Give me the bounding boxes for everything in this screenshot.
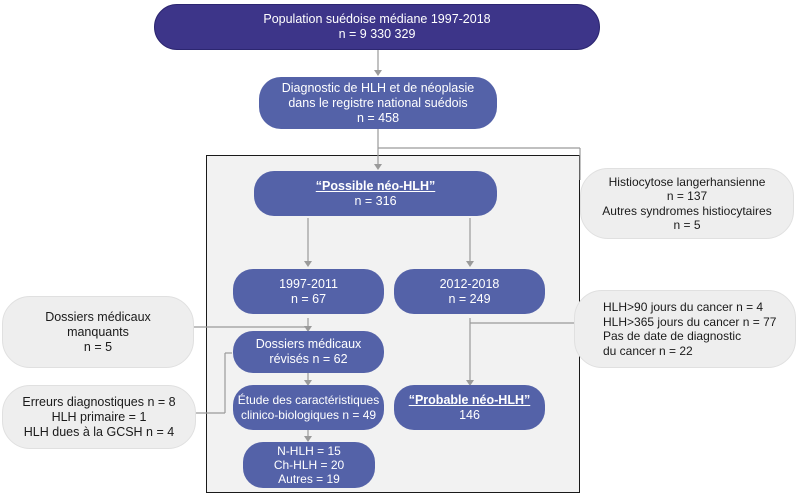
period-1997-2011-box: 1997-2011 n = 67 — [233, 269, 384, 314]
probable-neo-hlh-box: “Probable néo-HLH” 146 — [394, 385, 545, 430]
erreurs-diagnostiques: Erreurs diagnostiques n = 8 — [22, 394, 176, 409]
population-label: Population suédoise médiane 1997-2018 — [263, 12, 491, 26]
exclusion-90-jours: HLH>90 jours du cancer n = 4 — [603, 300, 764, 314]
diagnostic-count: n = 458 — [356, 110, 400, 125]
dossiers-manquants-label-2: manquants — [67, 324, 129, 339]
histiocytose-label: Histiocytose langerhansienne — [608, 174, 766, 189]
period-1997-2011-count: n = 67 — [290, 291, 327, 306]
diagnostic-label-1: Diagnostic de HLH et de néoplasie — [281, 80, 475, 95]
exclusion-sans-date-1: Pas de date de diagnostic — [603, 329, 742, 343]
exclusions-2012-box: HLH>90 jours du cancer n = 4 HLH>365 jou… — [574, 290, 796, 368]
result-n-hlh: N-HLH = 15 — [277, 444, 341, 458]
dossiers-manquants-label-1: Dossiers médicaux — [45, 309, 151, 324]
probable-neo-hlh-title: “Probable néo-HLH” — [408, 392, 531, 407]
exclusion-365-jours: HLH>365 jours du cancer n = 77 — [603, 314, 777, 329]
hlh-gcsh: HLH dues à la GCSH n = 4 — [23, 424, 175, 439]
histiocytose-count: n = 137 — [666, 189, 708, 203]
possible-neo-hlh-count: n = 316 — [354, 193, 397, 208]
possible-neo-hlh-box: “Possible néo-HLH” n = 316 — [254, 171, 497, 216]
period-2012-2018-label: 2012-2018 — [439, 276, 500, 291]
etude-box: Étude des caractéristiques clinico-biolo… — [233, 385, 384, 430]
dossiers-revises-label-2: révisés n = 62 — [269, 352, 348, 366]
period-2012-2018-box: 2012-2018 n = 249 — [394, 269, 545, 314]
result-autres: Autres = 19 — [278, 472, 340, 486]
probable-neo-hlh-count: 146 — [459, 407, 480, 422]
dossiers-manquants-count: n = 5 — [83, 339, 113, 354]
etude-label-1: Étude des caractéristiques — [237, 393, 380, 407]
possible-neo-hlh-title: “Possible néo-HLH” — [315, 178, 436, 193]
dossiers-revises-box: Dossiers médicaux révisés n = 62 — [233, 331, 384, 373]
diagnostic-label-2: dans le registre national suédois — [288, 95, 468, 110]
etude-label-2: clinico-biologiques n = 49 — [240, 407, 377, 422]
hlh-primaire: HLH primaire = 1 — [51, 409, 147, 424]
population-box: Population suédoise médiane 1997-2018 n … — [154, 4, 600, 50]
autres-syndromes-label: Autres syndromes histiocytaires — [602, 203, 772, 218]
dossiers-manquants-box: Dossiers médicaux manquants n = 5 — [2, 296, 194, 368]
result-ch-hlh: Ch-HLH = 20 — [273, 458, 345, 472]
diagnostic-box: Diagnostic de HLH et de néoplasie dans l… — [259, 77, 497, 129]
dossiers-revises-label-1: Dossiers médicaux — [255, 337, 362, 351]
erreurs-box: Erreurs diagnostiques n = 8 HLH primaire… — [2, 385, 196, 449]
results-box: N-HLH = 15 Ch-HLH = 20 Autres = 19 — [243, 442, 375, 488]
histiocytose-box: Histiocytose langerhansienne n = 137 Aut… — [580, 168, 794, 239]
period-1997-2011-label: 1997-2011 — [279, 276, 338, 291]
autres-syndromes-count: n = 5 — [673, 218, 701, 232]
population-count: n = 9 330 329 — [338, 27, 416, 41]
exclusion-sans-date-2: du cancer n = 22 — [603, 343, 693, 358]
period-2012-2018-count: n = 249 — [448, 291, 491, 306]
